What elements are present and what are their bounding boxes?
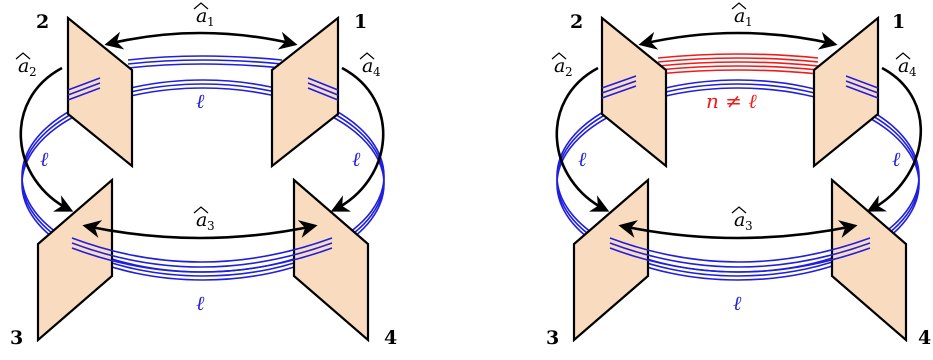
left-arrow-a2 bbox=[19, 66, 74, 212]
right-arrow-a1 bbox=[638, 31, 838, 50]
right-front-bottom-strands bbox=[609, 237, 871, 273]
right-vertex-2: 2 bbox=[570, 11, 583, 33]
right-vertex-3: 3 bbox=[546, 327, 559, 349]
left-ell-left: ℓ bbox=[40, 147, 49, 171]
left-panel: 2 1 3 4 a 1 a 2 a 3 a 4 ℓ ℓ ℓ ℓ bbox=[10, 2, 397, 349]
right-ring-strands bbox=[556, 79, 920, 281]
right-front-top-strands bbox=[601, 75, 879, 99]
svg-text:a: a bbox=[554, 55, 565, 77]
right-ell-right: ℓ bbox=[892, 147, 901, 171]
svg-text:3: 3 bbox=[207, 219, 215, 233]
left-op-a4: a 4 bbox=[359, 52, 381, 79]
svg-text:a: a bbox=[196, 5, 207, 27]
left-op-a2: a 2 bbox=[15, 52, 37, 79]
right-ell-bottom: ℓ bbox=[733, 291, 742, 315]
svg-text:a: a bbox=[362, 55, 373, 77]
left-plane-4 bbox=[292, 177, 370, 343]
right-vertex-4: 4 bbox=[918, 327, 931, 349]
left-back-strands bbox=[127, 55, 283, 69]
left-vertex-1: 1 bbox=[354, 11, 367, 33]
svg-text:1: 1 bbox=[207, 15, 215, 29]
left-ell-bottom: ℓ bbox=[196, 291, 205, 315]
left-front-bottom-strands bbox=[71, 237, 333, 273]
right-arrow-a4 bbox=[866, 66, 923, 212]
right-ell-left: ℓ bbox=[578, 147, 587, 171]
svg-text:a: a bbox=[18, 55, 29, 77]
right-plane-1 bbox=[812, 15, 880, 169]
right-op-a1: a 1 bbox=[731, 2, 753, 29]
left-ell-right: ℓ bbox=[352, 147, 361, 171]
left-plane-2 bbox=[66, 15, 134, 169]
right-panel: 2 1 3 4 a 1 a 2 a 3 a 4 n ≠ ℓ ℓ ℓ ℓ bbox=[546, 2, 931, 349]
right-vertex-1: 1 bbox=[892, 11, 905, 33]
left-vertex-2: 2 bbox=[36, 11, 49, 33]
left-ell-top: ℓ bbox=[196, 89, 205, 113]
left-arrow-a1 bbox=[104, 31, 298, 50]
svg-text:2: 2 bbox=[565, 65, 573, 79]
right-plane-4 bbox=[830, 177, 908, 343]
svg-text:3: 3 bbox=[745, 219, 753, 233]
right-plane-2 bbox=[600, 15, 668, 169]
left-plane-3 bbox=[36, 177, 114, 343]
svg-text:a: a bbox=[734, 209, 745, 231]
left-arrow-a3 bbox=[82, 220, 318, 240]
svg-text:a: a bbox=[898, 55, 909, 77]
left-arrow-a4 bbox=[330, 66, 385, 212]
svg-text:1: 1 bbox=[745, 15, 753, 29]
right-plane-3 bbox=[572, 177, 650, 343]
left-op-a1: a 1 bbox=[193, 2, 215, 29]
right-op-a3: a 3 bbox=[731, 206, 753, 233]
left-front-top-strands bbox=[67, 77, 339, 101]
svg-text:4: 4 bbox=[909, 65, 917, 79]
right-op-a2: a 2 bbox=[551, 52, 573, 79]
left-vertex-4: 4 bbox=[384, 327, 397, 349]
right-arrows bbox=[555, 31, 923, 240]
svg-text:2: 2 bbox=[29, 65, 37, 79]
svg-text:4: 4 bbox=[373, 65, 381, 79]
right-arrow-a2 bbox=[555, 66, 610, 212]
left-vertex-3: 3 bbox=[10, 327, 23, 349]
right-top-label: n ≠ ℓ bbox=[706, 89, 757, 113]
right-red-strands bbox=[657, 53, 819, 75]
svg-text:a: a bbox=[196, 209, 207, 231]
left-arrows bbox=[19, 31, 385, 240]
right-op-a4: a 4 bbox=[895, 52, 917, 79]
right-arrow-a3 bbox=[618, 220, 858, 240]
left-op-a3: a 3 bbox=[193, 206, 215, 233]
left-plane-1 bbox=[270, 15, 340, 169]
svg-text:a: a bbox=[734, 5, 745, 27]
